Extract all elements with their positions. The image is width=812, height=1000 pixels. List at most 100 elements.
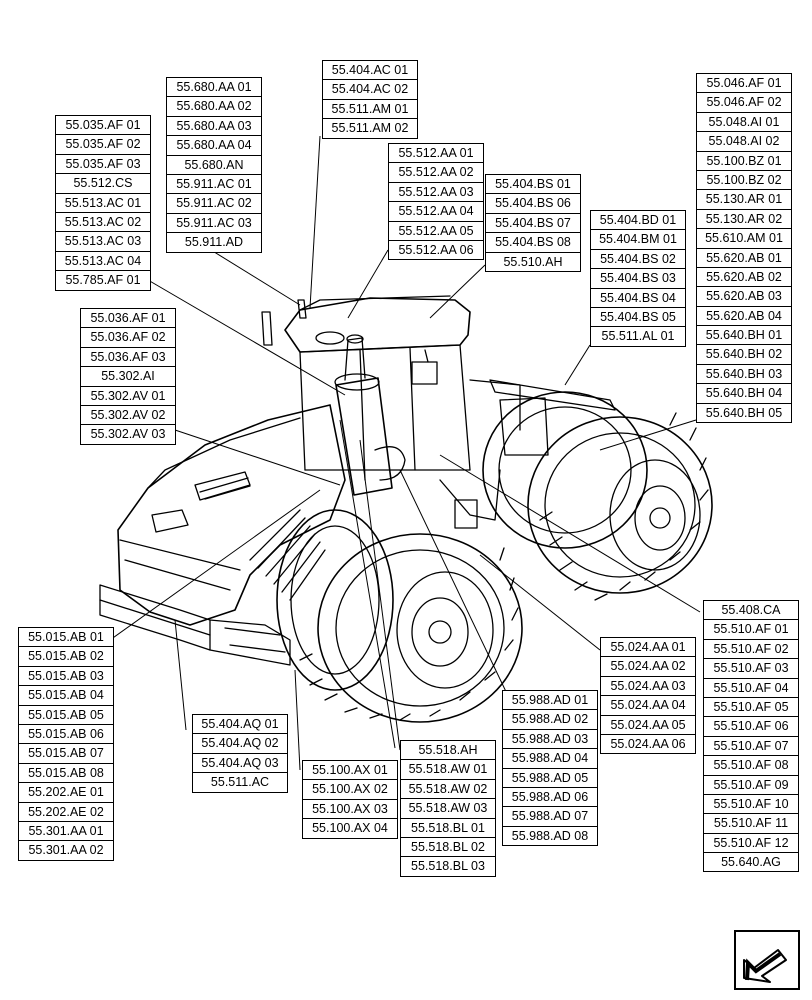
- part-code-link[interactable]: 55.620.AB 02: [697, 268, 791, 288]
- part-code-link[interactable]: 55.640.BH 03: [697, 365, 791, 385]
- part-code-link[interactable]: 55.404.AQ 02: [193, 734, 287, 754]
- part-code-link[interactable]: 55.988.AD 05: [503, 769, 597, 788]
- part-code-link[interactable]: 55.024.AA 01: [601, 638, 695, 658]
- part-code-link[interactable]: 55.518.BL 01: [401, 819, 495, 838]
- part-code-link[interactable]: 55.100.AX 01: [303, 761, 397, 781]
- part-code-link[interactable]: 55.404.BS 07: [486, 214, 580, 234]
- part-code-link[interactable]: 55.404.BS 03: [591, 269, 685, 289]
- part-code-link[interactable]: 55.015.AB 06: [19, 725, 113, 745]
- part-code-link[interactable]: 55.512.AA 06: [398, 242, 474, 257]
- part-code-link[interactable]: 55.404.BS 05: [591, 308, 685, 328]
- part-code-link[interactable]: 55.513.AC 04: [56, 252, 150, 272]
- part-code-link[interactable]: 55.046.AF 01: [697, 74, 791, 94]
- part-code-link[interactable]: 55.518.AW 01: [401, 760, 495, 780]
- part-code-link[interactable]: 55.512.AA 05: [389, 222, 483, 241]
- part-code-link[interactable]: 55.511.AM 02: [331, 121, 409, 136]
- part-code-link[interactable]: 55.512.AA 04: [389, 202, 483, 222]
- part-code-link[interactable]: 55.988.AD 04: [503, 749, 597, 769]
- part-code-link[interactable]: 55.510.AF 05: [704, 698, 798, 718]
- part-code-link[interactable]: 55.302.AV 01: [81, 387, 175, 406]
- part-code-link[interactable]: 55.024.AA 03: [601, 677, 695, 697]
- part-code-link[interactable]: 55.015.AB 05: [19, 706, 113, 725]
- part-code-link[interactable]: 55.510.AF 10: [704, 795, 798, 815]
- part-code-link[interactable]: 55.988.AD 07: [503, 807, 597, 827]
- part-code-link[interactable]: 55.510.AF 01: [704, 620, 798, 640]
- part-code-link[interactable]: 55.100.BZ 01: [697, 152, 791, 171]
- part-code-link[interactable]: 55.024.AA 04: [601, 696, 695, 716]
- part-code-link[interactable]: 55.301.AA 02: [28, 843, 104, 858]
- part-code-link[interactable]: 55.911.AC 02: [167, 194, 261, 214]
- part-code-link[interactable]: 55.035.AF 01: [56, 116, 150, 136]
- part-code-link[interactable]: 55.404.BS 01: [486, 175, 580, 195]
- part-code-link[interactable]: 55.518.BL 03: [411, 859, 485, 874]
- part-code-link[interactable]: 55.015.AB 03: [19, 667, 113, 687]
- part-code-link[interactable]: 55.610.AM 01: [697, 229, 791, 249]
- part-code-link[interactable]: 55.302.AV 03: [90, 427, 166, 442]
- part-code-link[interactable]: 55.510.AF 11: [704, 814, 798, 834]
- part-code-link[interactable]: 55.620.AB 03: [697, 287, 791, 307]
- part-code-link[interactable]: 55.640.AG: [721, 855, 781, 870]
- part-code-link[interactable]: 55.024.AA 06: [610, 736, 686, 751]
- part-code-link[interactable]: 55.046.AF 02: [697, 93, 791, 113]
- part-code-link[interactable]: 55.202.AE 01: [19, 783, 113, 803]
- part-code-link[interactable]: 55.302.AV 02: [81, 406, 175, 426]
- part-code-link[interactable]: 55.988.AD 02: [503, 710, 597, 730]
- part-code-link[interactable]: 55.100.AX 04: [312, 821, 388, 836]
- part-code-link[interactable]: 55.202.AE 02: [19, 803, 113, 822]
- part-code-link[interactable]: 55.036.AF 03: [81, 348, 175, 368]
- part-code-link[interactable]: 55.680.AA 04: [167, 136, 261, 156]
- part-code-link[interactable]: 55.404.BD 01: [591, 211, 685, 231]
- part-code-link[interactable]: 55.911.AD: [184, 235, 244, 250]
- part-code-link[interactable]: 55.100.AX 02: [303, 780, 397, 800]
- part-code-link[interactable]: 55.404.AC 02: [323, 80, 417, 100]
- part-code-link[interactable]: 55.513.AC 02: [56, 213, 150, 233]
- next-page-arrow-icon[interactable]: [734, 930, 800, 990]
- part-code-link[interactable]: 55.035.AF 03: [56, 155, 150, 175]
- part-code-link[interactable]: 55.048.AI 01: [697, 113, 791, 133]
- part-code-link[interactable]: 55.680.AN: [167, 156, 261, 175]
- part-code-link[interactable]: 55.988.AD 08: [511, 828, 589, 843]
- part-code-link[interactable]: 55.518.BL 02: [401, 838, 495, 858]
- part-code-link[interactable]: 55.518.AH: [401, 741, 495, 761]
- part-code-link[interactable]: 55.518.AW 03: [401, 799, 495, 819]
- part-code-link[interactable]: 55.518.AW 02: [401, 780, 495, 800]
- part-code-link[interactable]: 55.035.AF 02: [56, 135, 150, 155]
- part-code-link[interactable]: 55.511.AM 01: [323, 100, 417, 120]
- part-code-link[interactable]: 55.911.AC 01: [167, 175, 261, 195]
- part-code-link[interactable]: 55.130.AR 01: [697, 190, 791, 210]
- part-code-link[interactable]: 55.404.BS 08: [486, 233, 580, 253]
- part-code-link[interactable]: 55.510.AF 09: [704, 776, 798, 795]
- part-code-link[interactable]: 55.511.AC: [210, 775, 270, 790]
- part-code-link[interactable]: 55.510.AH: [503, 254, 563, 269]
- part-code-link[interactable]: 55.510.AF 08: [704, 756, 798, 776]
- part-code-link[interactable]: 55.048.AI 02: [697, 132, 791, 152]
- part-code-link[interactable]: 55.511.AL 01: [601, 329, 675, 344]
- part-code-link[interactable]: 55.911.AC 03: [167, 214, 261, 234]
- part-code-link[interactable]: 55.510.AF 02: [704, 640, 798, 660]
- part-code-link[interactable]: 55.015.AB 02: [19, 647, 113, 667]
- part-code-link[interactable]: 55.404.AQ 01: [193, 715, 287, 735]
- part-code-link[interactable]: 55.130.AR 02: [697, 210, 791, 230]
- part-code-link[interactable]: 55.680.AA 03: [167, 117, 261, 137]
- part-code-link[interactable]: 55.510.AF 07: [704, 737, 798, 757]
- part-code-link[interactable]: 55.404.AC 01: [323, 61, 417, 81]
- part-code-link[interactable]: 55.988.AD 06: [503, 788, 597, 808]
- part-code-link[interactable]: 55.408.CA: [704, 601, 798, 621]
- part-code-link[interactable]: 55.640.BH 04: [697, 384, 791, 404]
- part-code-link[interactable]: 55.680.AA 02: [167, 97, 261, 117]
- part-code-link[interactable]: 55.510.AF 03: [704, 659, 798, 679]
- part-code-link[interactable]: 55.513.AC 01: [56, 194, 150, 213]
- part-code-link[interactable]: 55.988.AD 03: [503, 730, 597, 750]
- part-code-link[interactable]: 55.404.BS 04: [591, 289, 685, 308]
- part-code-link[interactable]: 55.024.AA 02: [601, 657, 695, 677]
- part-code-link[interactable]: 55.015.AB 08: [19, 764, 113, 784]
- part-code-link[interactable]: 55.404.AQ 03: [193, 754, 287, 774]
- part-code-link[interactable]: 55.680.AA 01: [167, 78, 261, 98]
- part-code-link[interactable]: 55.510.AF 04: [704, 679, 798, 698]
- part-code-link[interactable]: 55.785.AF 01: [65, 273, 141, 288]
- part-code-link[interactable]: 55.404.BM 01: [591, 230, 685, 250]
- part-code-link[interactable]: 55.015.AB 07: [19, 744, 113, 764]
- part-code-link[interactable]: 55.024.AA 05: [601, 716, 695, 735]
- part-code-link[interactable]: 55.015.AB 04: [19, 686, 113, 706]
- part-code-link[interactable]: 55.512.CS: [56, 174, 150, 194]
